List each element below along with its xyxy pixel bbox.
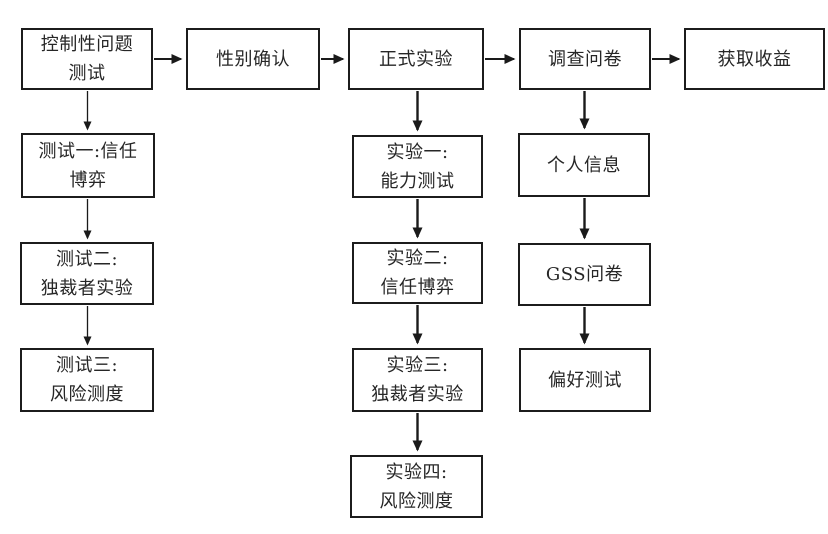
- node-gender-confirm: 性别确认: [186, 28, 320, 90]
- node-receive-payoff: 获取收益: [684, 28, 825, 90]
- node-control-question-test: 控制性问题 测试: [21, 28, 153, 90]
- node-exp2-trust-game: 实验二: 信任博弈: [352, 242, 483, 304]
- node-exp3-dictator: 实验三: 独裁者实验: [352, 348, 483, 412]
- node-exp1-ability-test: 实验一: 能力测试: [352, 135, 483, 198]
- node-survey-questionnaire: 调查问卷: [519, 28, 651, 90]
- node-test2-dictator: 测试二: 独裁者实验: [20, 242, 154, 305]
- node-personal-info: 个人信息: [518, 133, 650, 197]
- node-formal-experiment: 正式实验: [348, 28, 484, 90]
- node-exp4-risk-measure: 实验四: 风险测度: [350, 455, 483, 518]
- node-gss-questionnaire: GSS问卷: [518, 243, 651, 306]
- node-preference-test: 偏好测试: [519, 348, 651, 412]
- node-test3-risk-measure: 测试三: 风险测度: [20, 348, 154, 412]
- node-test1-trust-game: 测试一:信任 博弈: [21, 133, 155, 198]
